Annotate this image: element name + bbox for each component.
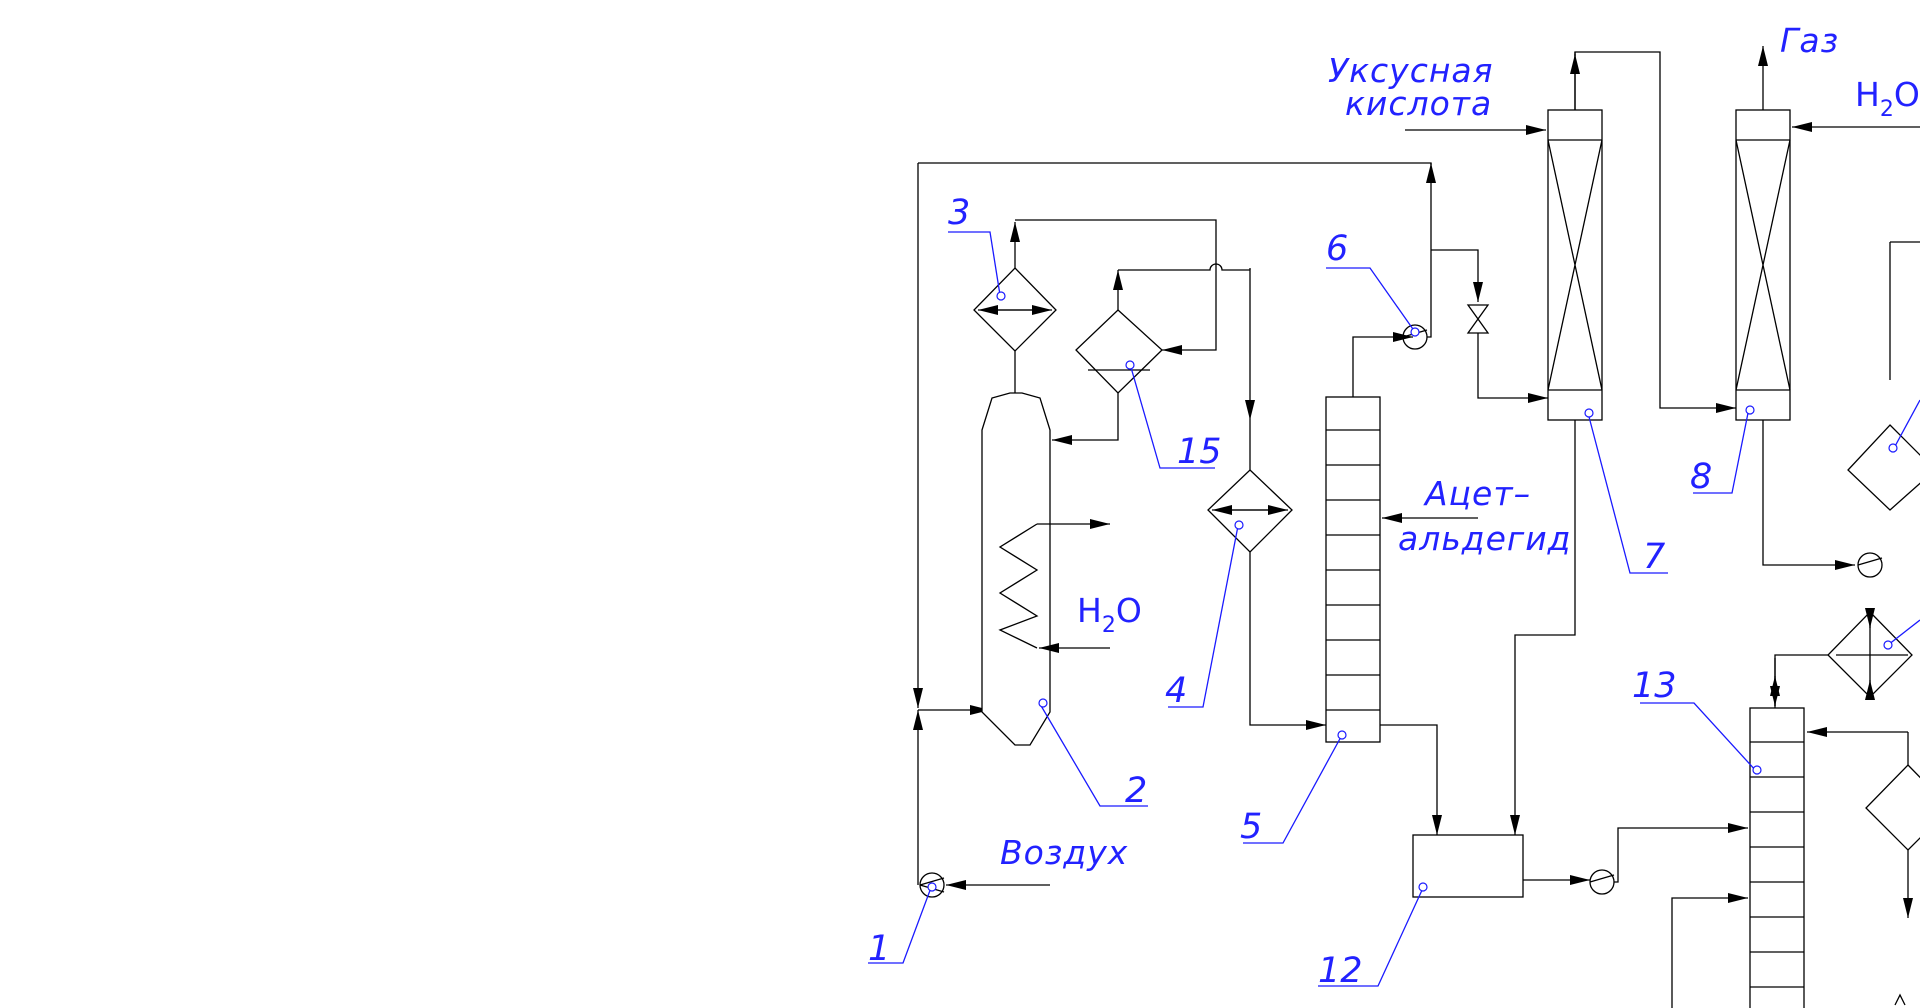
- reactor-2: [981, 392, 1051, 746]
- scrubber-8: [1735, 109, 1791, 421]
- reference-dots: [927, 291, 1898, 892]
- air-label: Воздух: [1000, 833, 1128, 872]
- pump-12: [1589, 869, 1615, 895]
- column-5: [1325, 396, 1381, 743]
- absorber-7: [1547, 109, 1603, 421]
- acetaldehyde-label-2: альдегид: [1398, 519, 1571, 558]
- label-6: 6: [1326, 229, 1348, 269]
- air-blower-1: [919, 872, 945, 898]
- label-4: 4: [1165, 671, 1187, 711]
- acetaldehyde-label-1: Ацет–: [1423, 474, 1531, 513]
- label-7: 7: [1643, 537, 1665, 577]
- label-8: 8: [1690, 457, 1712, 497]
- leader-lines: [868, 231, 1920, 987]
- control-valve: [1466, 304, 1490, 334]
- cooling-coil: [998, 523, 1039, 649]
- gas-label: Газ: [1780, 21, 1839, 60]
- heat-exchanger-right-upper: [1847, 424, 1920, 511]
- label-13: 13: [1632, 666, 1677, 706]
- acetic-acid-label-2: кислота: [1345, 84, 1492, 123]
- label-3: 3: [948, 193, 970, 233]
- label-5: 5: [1240, 807, 1262, 847]
- water-label-scrubber: H2O: [1855, 75, 1920, 122]
- water-label-reactor: H2O: [1077, 591, 1142, 638]
- acetic-acid-label-1: Уксусная: [1328, 51, 1494, 90]
- label-15: 15: [1177, 432, 1222, 472]
- separator-15: [1075, 309, 1163, 394]
- pump-right: [1857, 552, 1883, 578]
- label-1: 1: [868, 929, 890, 969]
- label-2: 2: [1125, 771, 1147, 811]
- heat-exchanger-4: [1207, 469, 1293, 553]
- column-13: [1749, 707, 1805, 1008]
- heat-exchanger-right-lower: [1865, 764, 1920, 851]
- separator-15-outlet: [1052, 393, 1119, 445]
- label-12: 12: [1318, 951, 1363, 991]
- collector-12: [1412, 834, 1524, 898]
